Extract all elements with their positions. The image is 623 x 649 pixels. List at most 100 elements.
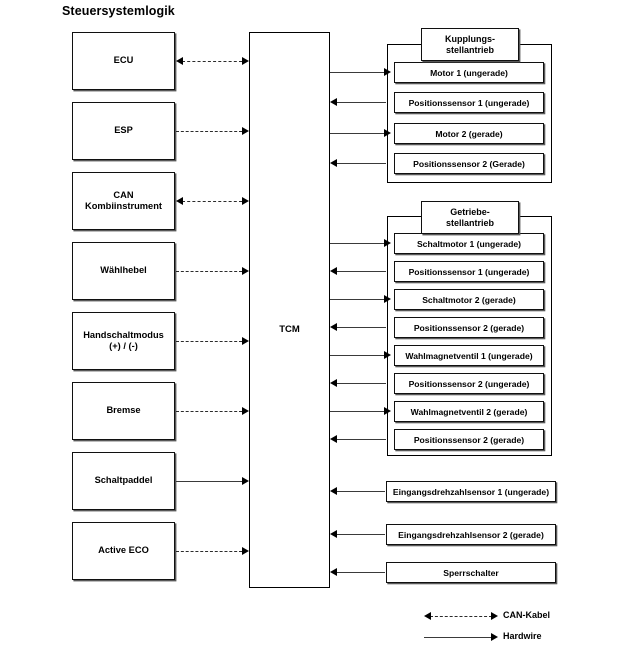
legend-hardwire-arrow-right <box>491 633 498 641</box>
arrow-bremse-right <box>242 407 249 415</box>
input-label: CAN Kombiinstrument <box>85 189 162 211</box>
connector-positionssensor-2-trans <box>336 327 386 328</box>
item-positionssensor-2-gerade-clutch[interactable]: Positionssensor 2 (Gerade) <box>394 153 544 174</box>
item-schaltmotor-2-gerade[interactable]: Schaltmotor 2 (gerade) <box>394 289 544 310</box>
arrow-sperrschalter-left <box>330 568 337 576</box>
legend-can-arrow-right <box>491 612 498 620</box>
connector-active-eco <box>176 551 242 552</box>
item-label: Positionssensor 1 (ungerade) <box>408 266 530 277</box>
item-label: Schaltmotor 2 (gerade) <box>422 294 516 305</box>
input-box-ecu[interactable]: ECU <box>72 32 175 90</box>
item-positionssensor-1-ungerade-clutch[interactable]: Positionssensor 1 (ungerade) <box>394 92 544 113</box>
connector-wahlmagnetventil-1 <box>330 355 386 356</box>
arrow-esp-right <box>242 127 249 135</box>
group-title-kupplungsstellantrieb: Kupplungs- stellantrieb <box>421 28 519 61</box>
item-label: Wahlmagnetventil 1 (ungerade) <box>405 350 533 361</box>
legend-hardwire-label: Hardwire <box>503 631 542 641</box>
arrow-eingangsdrehzahlsensor-1-left <box>330 487 337 495</box>
connector-positionssensor-1-trans <box>336 271 386 272</box>
input-box-bremse[interactable]: Bremse <box>72 382 175 440</box>
group-title-label: Kupplungs- stellantrieb <box>445 33 495 55</box>
standalone-eingangsdrehzahlsensor-2[interactable]: Eingangsdrehzahlsensor 2 (gerade) <box>386 524 556 545</box>
arrow-positionssensor-2-gerade-trans-2-left <box>330 435 337 443</box>
group-title-label: Getriebe- stellantrieb <box>445 206 494 228</box>
arrow-positionssensor-2-clutch-left <box>330 159 337 167</box>
legend-hardwire-line <box>424 637 492 638</box>
arrow-active-eco-right <box>242 547 249 555</box>
arrow-eingangsdrehzahlsensor-2-left <box>330 530 337 538</box>
input-label: Active ECO <box>98 545 149 556</box>
legend-can-line <box>430 616 492 617</box>
arrow-schaltmotor-2-right <box>384 295 391 303</box>
arrow-wahlmagnetventil-1-right <box>384 351 391 359</box>
connector-bremse <box>176 411 242 412</box>
connector-schaltmotor-1 <box>330 243 386 244</box>
connector-waehlhebel <box>176 271 242 272</box>
standalone-label: Eingangsdrehzahlsensor 2 (gerade) <box>398 529 544 540</box>
connector-wahlmagnetventil-2 <box>330 411 386 412</box>
item-schaltmotor-1-ungerade[interactable]: Schaltmotor 1 (ungerade) <box>394 233 544 254</box>
connector-schaltmotor-2 <box>330 299 386 300</box>
arrow-positionssensor-2-trans-left <box>330 323 337 331</box>
item-wahlmagnetventil-2-gerade[interactable]: Wahlmagnetventil 2 (gerade) <box>394 401 544 422</box>
connector-positionssensor-2-gerade-trans-2 <box>336 439 386 440</box>
input-label: Schaltpaddel <box>94 475 153 486</box>
connector-positionssensor-2-ungerade-trans <box>336 383 386 384</box>
arrow-can-kombiinstrument-right <box>242 197 249 205</box>
input-label: ECU <box>113 55 134 66</box>
tcm-box[interactable]: TCM <box>249 32 330 588</box>
input-label: Handschaltmodus (+) / (-) <box>83 329 164 351</box>
arrow-positionssensor-1-clutch-left <box>330 98 337 106</box>
item-label: Positionssensor 2 (ungerade) <box>408 378 530 389</box>
arrow-handschaltmodus-right <box>242 337 249 345</box>
connector-eingangsdrehzahlsensor-2 <box>336 534 385 535</box>
standalone-eingangsdrehzahlsensor-1[interactable]: Eingangsdrehzahlsensor 1 (ungerade) <box>386 481 556 502</box>
item-positionssensor-2-gerade-trans-2[interactable]: Positionssensor 2 (gerade) <box>394 429 544 450</box>
connector-sperrschalter <box>336 572 385 573</box>
item-motor-2-gerade[interactable]: Motor 2 (gerade) <box>394 123 544 144</box>
item-label: Positionssensor 2 (gerade) <box>413 322 525 333</box>
connector-positionssensor-2-clutch <box>336 163 386 164</box>
item-positionssensor-1-ungerade-trans[interactable]: Positionssensor 1 (ungerade) <box>394 261 544 282</box>
arrow-schaltmotor-1-right <box>384 239 391 247</box>
arrow-positionssensor-2-ungerade-trans-left <box>330 379 337 387</box>
input-label: ESP <box>114 125 133 136</box>
arrow-schaltpaddel-right <box>242 477 249 485</box>
connector-motor-2 <box>330 133 386 134</box>
item-positionssensor-2-ungerade-trans[interactable]: Positionssensor 2 (ungerade) <box>394 373 544 394</box>
input-box-waehlhebel[interactable]: Wählhebel <box>72 242 175 300</box>
standalone-sperrschalter[interactable]: Sperrschalter <box>386 562 556 583</box>
item-motor-1-ungerade[interactable]: Motor 1 (ungerade) <box>394 62 544 83</box>
connector-can-kombiinstrument <box>182 201 242 202</box>
connector-eingangsdrehzahlsensor-1 <box>336 491 385 492</box>
input-box-can-kombiinstrument[interactable]: CAN Kombiinstrument <box>72 172 175 230</box>
input-box-schaltpaddel[interactable]: Schaltpaddel <box>72 452 175 510</box>
item-label: Motor 1 (ungerade) <box>430 67 508 78</box>
arrow-motor-1-right <box>384 68 391 76</box>
arrow-can-kombiinstrument-left <box>176 197 183 205</box>
arrow-wahlmagnetventil-2-right <box>384 407 391 415</box>
item-label: Positionssensor 2 (gerade) <box>413 434 525 445</box>
connector-ecu <box>182 61 242 62</box>
item-label: Motor 2 (gerade) <box>435 128 503 139</box>
item-wahlmagnetventil-1-ungerade[interactable]: Wahlmagnetventil 1 (ungerade) <box>394 345 544 366</box>
item-positionssensor-2-gerade-trans[interactable]: Positionssensor 2 (gerade) <box>394 317 544 338</box>
connector-positionssensor-1-clutch <box>336 102 386 103</box>
item-label: Positionssensor 1 (ungerade) <box>408 97 530 108</box>
input-box-handschaltmodus[interactable]: Handschaltmodus (+) / (-) <box>72 312 175 370</box>
connector-handschaltmodus <box>176 341 242 342</box>
connector-schaltpaddel <box>176 481 242 482</box>
page-title: Steuersystemlogik <box>62 4 175 18</box>
arrow-motor-2-right <box>384 129 391 137</box>
input-box-esp[interactable]: ESP <box>72 102 175 160</box>
input-label: Bremse <box>106 405 141 416</box>
input-box-active-eco[interactable]: Active ECO <box>72 522 175 580</box>
item-label: Positionssensor 2 (Gerade) <box>413 158 525 169</box>
connector-esp <box>176 131 242 132</box>
standalone-label: Sperrschalter <box>443 567 499 578</box>
legend-can-arrow-left <box>424 612 431 620</box>
arrow-ecu-right <box>242 57 249 65</box>
arrow-positionssensor-1-trans-left <box>330 267 337 275</box>
item-label: Schaltmotor 1 (ungerade) <box>416 238 522 249</box>
